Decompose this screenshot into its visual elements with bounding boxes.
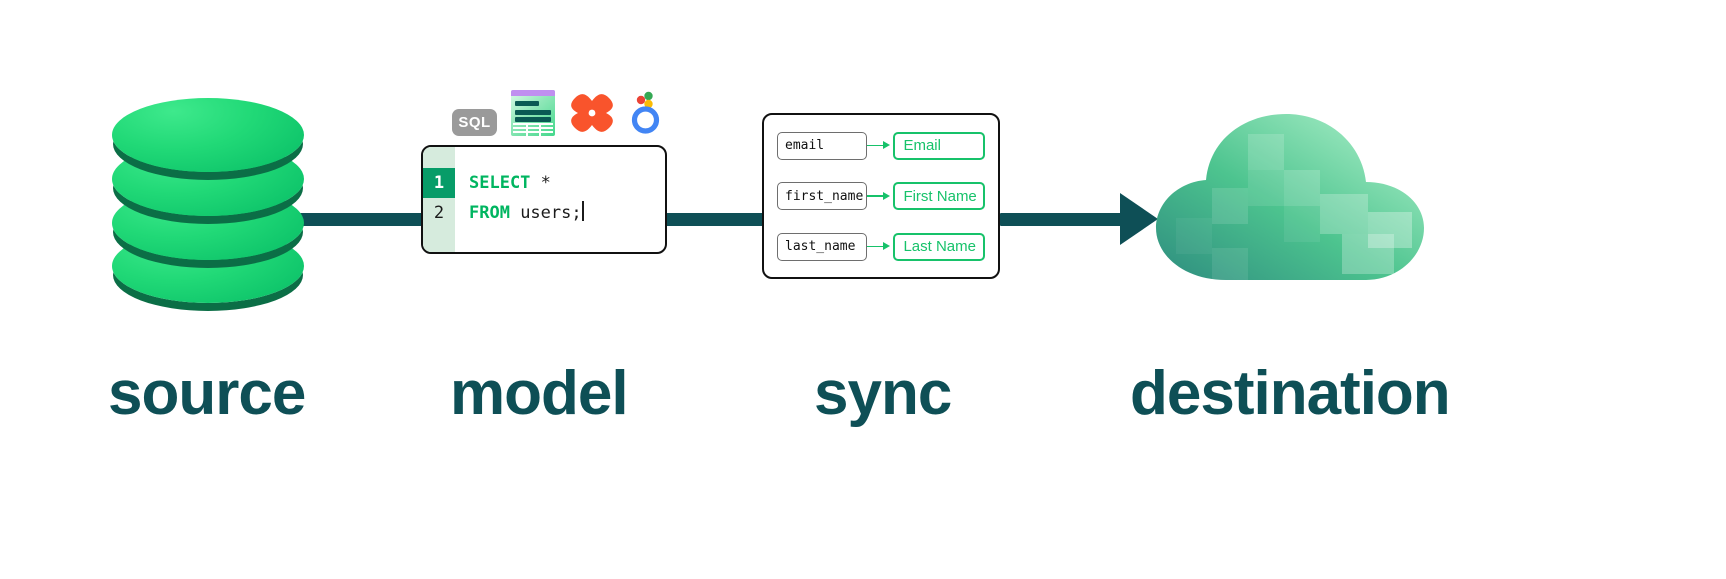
arrowhead-icon [1120,193,1158,245]
cloud-icon [1152,108,1440,288]
text-caret [581,201,584,221]
spreadsheet-icon [511,90,555,136]
sql-keyword-select: SELECT [469,173,531,193]
connector-model-to-sync [660,213,772,226]
field-mapping-panel: email Email first_name First Name last_n… [762,113,1000,279]
caption-sync: sync [814,359,952,428]
destination-field-last-name[interactable]: Last Name [893,232,985,261]
destination-field-first-name[interactable]: First Name [893,182,985,210]
sql-badge-icon: SQL [452,109,497,136]
google-sheets-looker-icon [629,90,663,136]
line-number-2: 2 [433,203,445,223]
mapping-arrow-icon [867,190,893,202]
sql-rest-1: * [530,173,551,193]
code-line-2: FROM users; [469,198,665,228]
tool-icon-row: SQL [452,88,663,136]
database-disc [112,98,304,172]
sql-keyword-from: FROM [469,203,510,223]
caption-model: model [450,359,629,428]
mapping-arrow-icon [867,140,893,152]
excel-x-icon [569,90,615,136]
sql-code-editor[interactable]: 1 2 SELECT *FROM users; [421,145,667,254]
source-field-email[interactable]: email [777,131,868,160]
sql-rest-2: users; [509,203,582,223]
mapping-row: email Email [777,129,985,162]
connector-sync-to-destination [1000,213,1128,226]
database-cylinder-icon [112,98,304,303]
code-line-1: SELECT * [469,168,665,198]
caption-destination: destination [1130,359,1451,428]
source-field-last-name[interactable]: last_name [777,232,868,261]
mapping-row: last_name Last Name [777,230,985,263]
line-number-1: 1 [423,168,455,198]
mapping-row: first_name First Name [777,180,985,213]
destination-field-email[interactable]: Email [893,131,985,160]
source-field-first-name[interactable]: first_name [777,182,868,210]
connector-source-to-model [300,213,428,226]
caption-source: source [108,359,306,428]
mapping-arrow-icon [867,241,893,253]
editor-gutter: 1 2 [423,147,455,252]
editor-code-area[interactable]: SELECT *FROM users; [455,147,665,252]
